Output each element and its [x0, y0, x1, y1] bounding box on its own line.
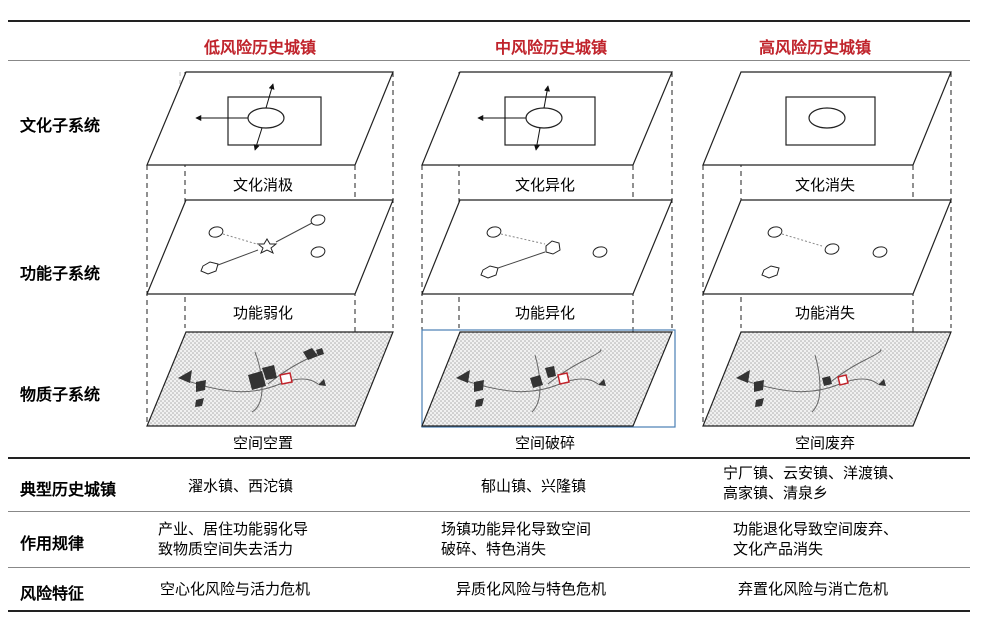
- culture-plane-high: [702, 71, 952, 166]
- caption-physical-low: 空间空置: [232, 434, 293, 452]
- caption-physical-mid: 空间破碎: [514, 434, 575, 452]
- column-low-graphics: [146, 71, 394, 427]
- column-header-low: 低风险历史城镇: [203, 38, 316, 57]
- caption-culture-mid: 文化异化: [514, 176, 575, 194]
- row-header-risk: 风险特征: [20, 584, 85, 603]
- risk-low: 空心化风险与活力危机: [160, 580, 311, 598]
- law-mid-line1: 场镇功能异化导致空间: [441, 520, 592, 538]
- function-plane-high: [702, 199, 952, 295]
- towns-low: 濯水镇、西沱镇: [188, 477, 294, 495]
- caption-culture-high: 文化消失: [794, 176, 855, 194]
- towns-high-line1: 宁厂镇、云安镇、洋渡镇、: [723, 464, 904, 482]
- culture-plane-mid: [421, 71, 673, 166]
- risk-high: 弃置化风险与消亡危机: [738, 580, 889, 598]
- column-header-mid: 中风险历史城镇: [494, 38, 607, 57]
- row-rule-2: [8, 567, 970, 568]
- law-high-line1: 功能退化导致空间废弃、: [733, 520, 899, 538]
- law-mid-line2: 破碎、特色消失: [441, 540, 547, 558]
- function-plane-mid: [421, 199, 673, 295]
- physical-plane-low: [146, 331, 394, 427]
- towns-mid: 郁山镇、兴隆镇: [481, 477, 587, 495]
- caption-function-low: 功能弱化: [232, 304, 293, 322]
- function-plane-low: [146, 199, 394, 295]
- row-rule-1: [8, 511, 970, 512]
- caption-function-mid: 功能异化: [514, 304, 575, 322]
- column-high-graphics: [702, 71, 952, 427]
- caption-physical-high: 空间废弃: [794, 434, 855, 452]
- row-header-law: 作用规律: [20, 534, 85, 553]
- law-low-line1: 产业、居住功能弱化导: [158, 520, 309, 538]
- row-header-function: 功能子系统: [20, 264, 101, 283]
- physical-plane-high: [702, 331, 952, 427]
- header-rule: [8, 60, 970, 61]
- row-header-towns: 典型历史城镇: [20, 480, 117, 499]
- table-top-rule: [8, 20, 970, 22]
- law-high-line2: 文化产品消失: [733, 540, 824, 558]
- row-header-culture: 文化子系统: [20, 116, 101, 135]
- column-mid-graphics: [421, 71, 676, 428]
- towns-high-line2: 高家镇、清泉乡: [723, 484, 829, 502]
- caption-function-high: 功能消失: [794, 304, 855, 322]
- row-header-physical: 物质子系统: [20, 385, 101, 404]
- risk-mid: 异质化风险与特色危机: [456, 580, 607, 598]
- selection-box[interactable]: [421, 329, 676, 428]
- table-bottom-rule: [8, 610, 970, 612]
- column-header-high: 高风险历史城镇: [758, 38, 871, 57]
- diagram-bottom-rule: [8, 457, 970, 459]
- caption-culture-low: 文化消极: [232, 176, 293, 194]
- law-low-line2: 致物质空间失去活力: [158, 540, 294, 558]
- physical-plane-mid: [421, 329, 676, 428]
- culture-plane-low: [146, 71, 394, 166]
